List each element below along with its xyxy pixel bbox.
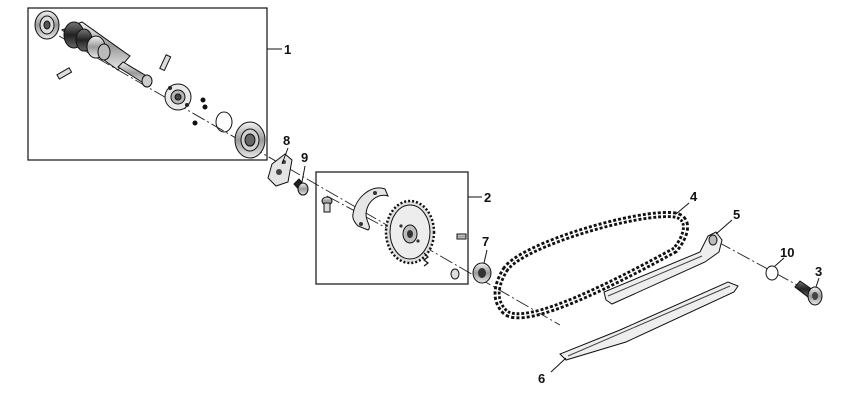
sprocket-bolt-axis [326, 195, 421, 247]
leader-line-10 [774, 257, 785, 267]
cam-sprocket-assembly [321, 187, 467, 280]
dowel-pin [456, 233, 467, 240]
assembly-axis-lines [39, 24, 811, 326]
leader-line-8 [281, 147, 289, 165]
group-box-1 [27, 7, 268, 161]
decompressor-plate [164, 83, 192, 111]
callout-10: 10 [780, 245, 794, 260]
leader-line-6 [550, 357, 567, 373]
plate-part-8 [267, 153, 293, 187]
right-bearing [234, 121, 266, 159]
small-bolt [321, 196, 333, 213]
callout-4: 4 [690, 189, 698, 204]
decompressor-cam [352, 187, 389, 231]
ball [200, 97, 206, 103]
pin [56, 67, 73, 80]
leader-line-3 [815, 277, 820, 288]
pin [159, 54, 172, 72]
tensioner-arm-part-5 [603, 231, 723, 305]
group-box-2 [315, 171, 469, 285]
callout-7: 7 [482, 234, 489, 249]
camshaft-assembly [34, 10, 266, 159]
leader-line-5 [715, 219, 733, 235]
bolt-part-9 [293, 178, 309, 196]
nut-part-7 [472, 262, 492, 284]
leader-line-7 [483, 249, 488, 264]
chain-guide-part-6 [559, 281, 739, 361]
callout-8: 8 [283, 133, 290, 148]
small-washer [450, 268, 460, 280]
callout-2: 2 [484, 190, 491, 205]
washer-part-10 [765, 265, 779, 281]
ball [192, 120, 198, 126]
callout-6: 6 [538, 371, 545, 386]
left-bearing [34, 10, 60, 40]
shaft-pin [117, 61, 153, 88]
main-axis-line [39, 24, 561, 326]
leader-line-9 [301, 165, 306, 183]
spring [423, 252, 429, 267]
callout-5: 5 [733, 207, 740, 222]
ball [202, 104, 208, 110]
leader-line-4 [675, 202, 690, 215]
callout-1: 1 [284, 42, 291, 57]
bolt-part-3 [794, 280, 823, 306]
cam-chain-part-4 [493, 211, 689, 320]
o-ring [215, 111, 233, 133]
callout-3: 3 [815, 264, 822, 279]
cam-sprocket [384, 199, 436, 265]
camshaft [60, 21, 131, 71]
callout-9: 9 [301, 150, 308, 165]
bolt-axis-line [717, 241, 811, 293]
